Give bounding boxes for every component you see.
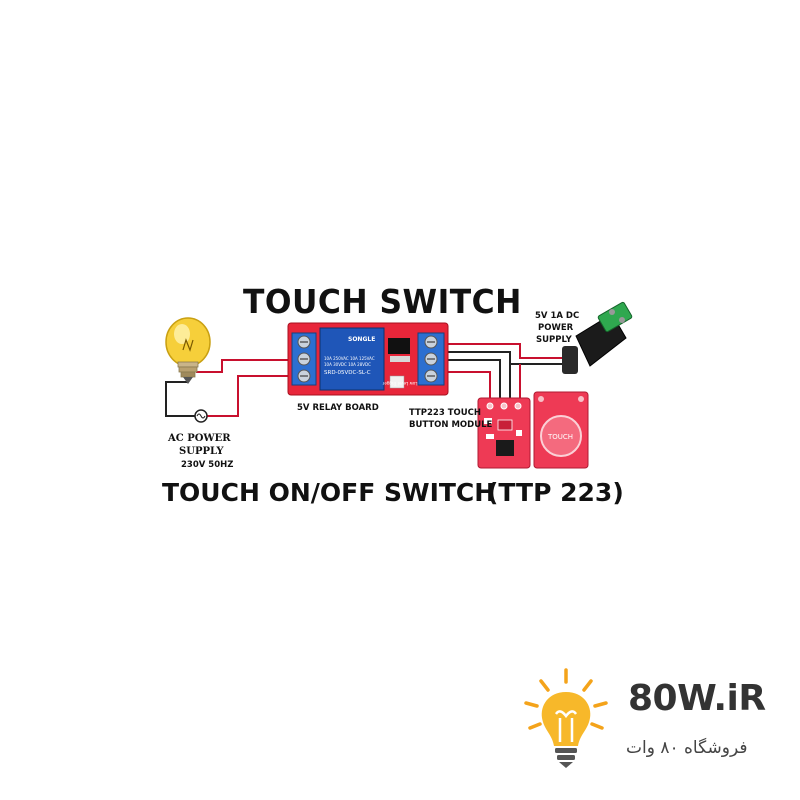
caption-right: (TTP 223) [487, 478, 624, 507]
brand-name: 80W.iR [628, 678, 766, 719]
diagram-title: TOUCH SWITCH [243, 282, 522, 321]
relay-cube [319, 327, 385, 391]
touch-module-label-line1: TTP223 TOUCH [409, 408, 482, 418]
wiring [165, 343, 563, 417]
ac-supply-label-line2: SUPPLY [179, 446, 224, 457]
relay-rating-text-1: 10A 250VAC 10A 125VAC [324, 356, 375, 361]
touch-module-label-line2: BUTTON MODULE [409, 420, 493, 430]
brand-bulb-icon [524, 668, 608, 768]
io-wire-red [448, 371, 491, 404]
ac-wire-red [206, 375, 292, 417]
relay-board-label: 5V RELAY BOARD [297, 403, 379, 413]
touch-module-back [477, 397, 531, 469]
bulb-wire-red [196, 359, 292, 373]
brand-subtitle: فروشگاه ۸۰ وات [626, 738, 748, 758]
dc-supply-label-line1: 5V 1A DC [535, 311, 580, 321]
ac-source-icon [194, 409, 208, 423]
caption-left: TOUCH ON/OFF SWITCH [162, 478, 496, 507]
relay-jumper [388, 338, 410, 354]
dc-wire-dark [448, 351, 563, 365]
ac-wire-dark [165, 381, 196, 417]
ac-supply-label-line1: AC POWER [168, 433, 231, 444]
relay-pcb-text: High/Low Level Trigger [382, 381, 428, 386]
dc-wire-red [448, 343, 563, 359]
ac-supply-label-line3: 230V 50HZ [181, 460, 234, 470]
signal-wire-dark [448, 359, 501, 404]
touch-pad-label: TOUCH [547, 433, 573, 441]
relay-board: SONGLE 10A 250VAC 10A 125VAC 10A 30VDC 1… [287, 322, 449, 396]
dc-supply-label-line3: SUPPLY [536, 335, 572, 345]
relay-brand-text: SONGLE [348, 336, 375, 343]
relay-terminal-right [417, 332, 445, 386]
relay-model-text: SRD-05VDC-SL-C [324, 370, 371, 376]
dc-supply-label-line2: POWER [538, 323, 574, 333]
light-bulb-icon [165, 317, 211, 384]
touch-module-front: TOUCH [533, 391, 589, 469]
dc-jack-icon [562, 301, 633, 374]
relay-terminal-left [291, 332, 317, 386]
relay-rating-text-2: 10A 30VDC 10A 28VDC [324, 362, 371, 367]
